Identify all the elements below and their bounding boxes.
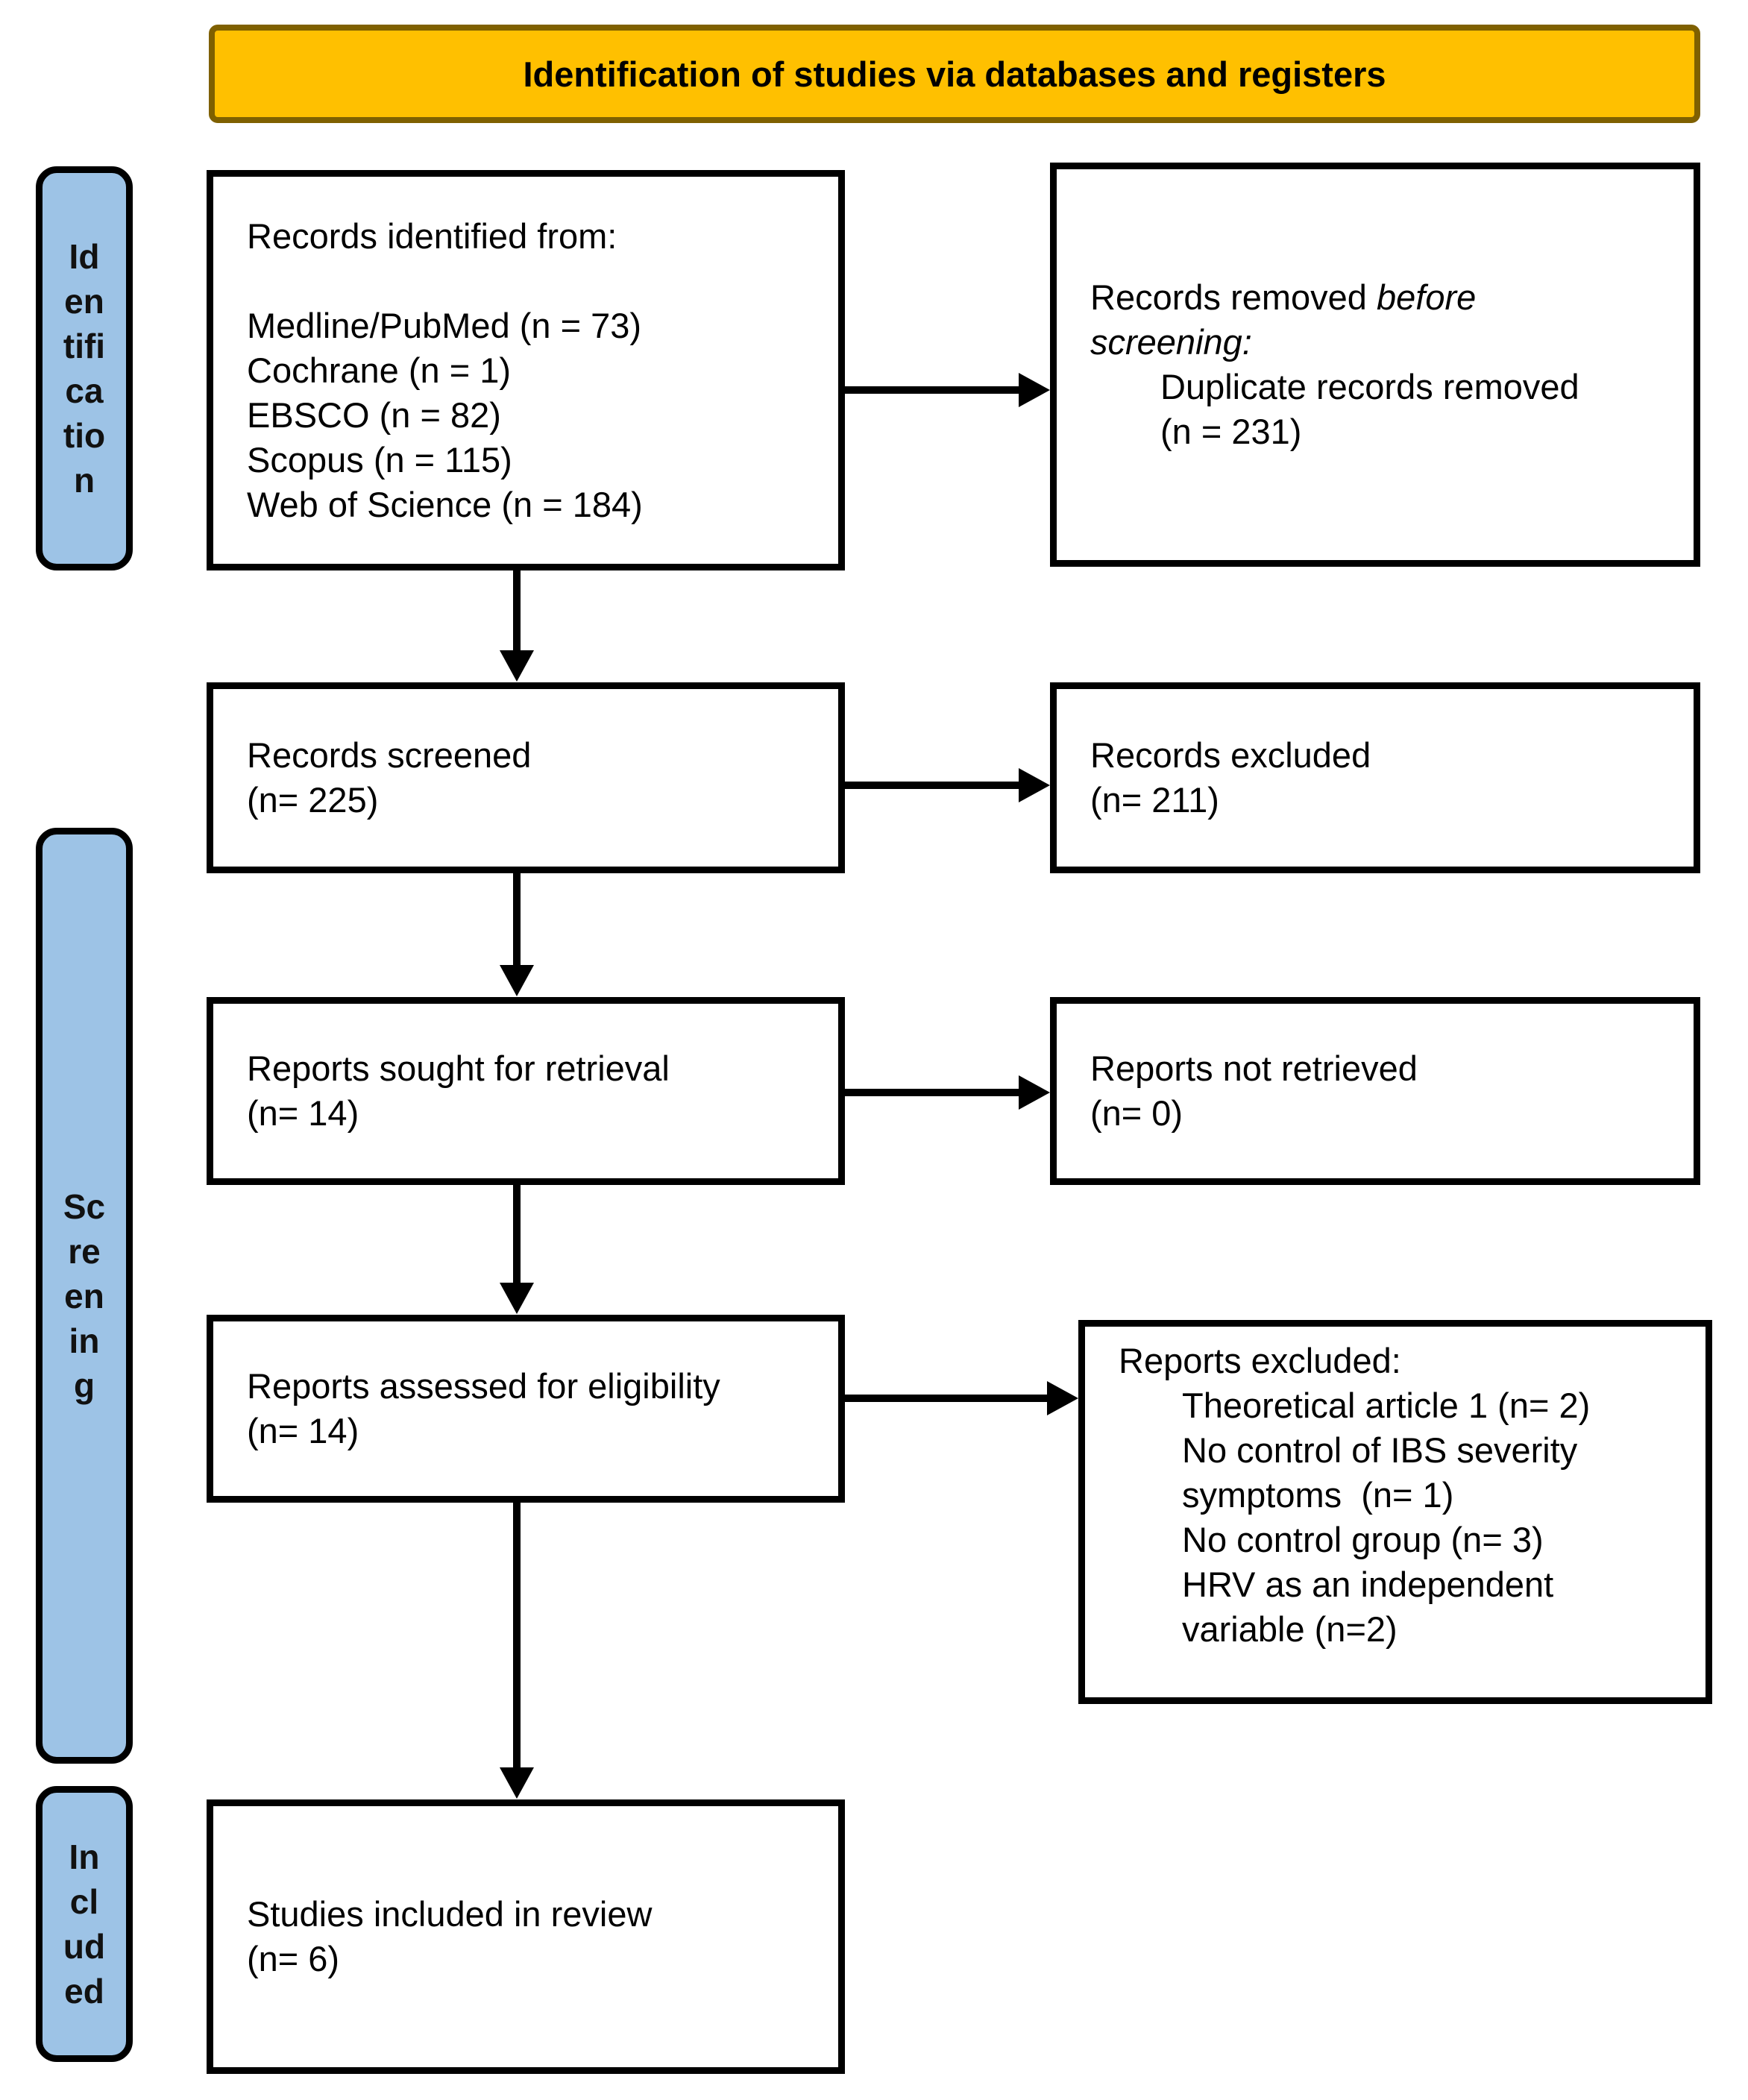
records-identified-sources: Medline/PubMed (n = 73) Cochrane (n = 1)… — [247, 304, 823, 527]
records-excluded-box: Records excluded (n= 211) — [1050, 682, 1700, 873]
records-removed-label-italic: before screening: — [1090, 277, 1477, 362]
arrow-head-icon — [1019, 1075, 1050, 1110]
arrow-head-icon — [1047, 1381, 1078, 1415]
exclusion-reason-theoretical: Theoretical article 1 (n= 2) — [1182, 1386, 1591, 1425]
reports-assessed-box: Reports assessed for eligibility (n= 14) — [207, 1315, 845, 1503]
arrow-shaft — [513, 870, 521, 965]
arrow-shaft — [841, 1395, 1049, 1402]
arrow-shaft — [513, 1499, 521, 1767]
arrow-head-icon — [500, 1767, 534, 1799]
records-removed-content: Records removed before screening: Duplic… — [1090, 275, 1582, 454]
arrow-shaft — [841, 1089, 1020, 1096]
arrow-shaft — [513, 567, 521, 650]
arrow-shaft — [513, 1181, 521, 1283]
diagram-title: Identification of studies via databases … — [523, 54, 1386, 94]
studies-included-text: Studies included in review (n= 6) — [247, 1894, 653, 1978]
exclusion-reason-no-control-severity: No control of IBS severity symptoms (n= … — [1182, 1430, 1588, 1515]
arrow-head-icon — [500, 1283, 534, 1314]
reports-sought-box: Reports sought for retrieval (n= 14) — [207, 997, 845, 1185]
reports-sought-text: Reports sought for retrieval (n= 14) — [247, 1049, 670, 1133]
source-ebsco: EBSCO (n = 82) — [247, 394, 501, 435]
arrow-head-icon — [500, 965, 534, 996]
arrow-head-icon — [1019, 768, 1050, 802]
reports-excluded-heading: Reports excluded: — [1119, 1341, 1401, 1380]
records-removed-box: Records removed before screening: Duplic… — [1050, 163, 1700, 567]
source-scopus: Scopus (n = 115) — [247, 439, 512, 480]
records-screened-box: Records screened (n= 225) — [207, 682, 845, 873]
records-removed-label: Records removed before screening: — [1090, 275, 1582, 365]
stage-label-screening: Sc re en in g — [36, 828, 133, 1764]
records-removed-label-normal: Records removed — [1090, 277, 1377, 317]
stage-label-identification-text: Id en tifi ca tio n — [63, 237, 106, 500]
stage-label-screening-text: Sc re en in g — [63, 1186, 106, 1405]
reports-not-retrieved-box: Reports not retrieved (n= 0) — [1050, 997, 1700, 1185]
records-removed-reason: Duplicate records removed (n = 231) — [1160, 367, 1589, 451]
arrow-head-icon — [500, 650, 534, 682]
arrow-head-icon — [1019, 373, 1050, 407]
title-banner: Identification of studies via databases … — [209, 25, 1700, 123]
arrow-shaft — [841, 386, 1020, 394]
source-cochrane: Cochrane (n = 1) — [247, 350, 511, 390]
records-excluded-text: Records excluded (n= 211) — [1090, 735, 1371, 820]
reports-excluded-box: Reports excluded: Theoretical article 1 … — [1078, 1320, 1712, 1704]
records-identified-box: Records identified from: Medline/PubMed … — [207, 170, 845, 570]
stage-label-included: In cl ud ed — [36, 1786, 133, 2062]
stage-label-included-text: In cl ud ed — [63, 1838, 106, 2011]
source-web-of-science: Web of Science (n = 184) — [247, 484, 643, 524]
reports-excluded-content: Reports excluded: Theoretical article 1 … — [1119, 1339, 1670, 1652]
arrow-shaft — [841, 782, 1020, 789]
records-identified-heading: Records identified from: — [247, 216, 617, 256]
reports-not-retrieved-text: Reports not retrieved (n= 0) — [1090, 1049, 1418, 1133]
exclusion-reason-hrv-independent: HRV as an independent variable (n=2) — [1182, 1565, 1564, 1649]
studies-included-box: Studies included in review (n= 6) — [207, 1799, 845, 2074]
reports-assessed-text: Reports assessed for eligibility (n= 14) — [247, 1366, 720, 1450]
source-medline: Medline/PubMed (n = 73) — [247, 305, 642, 345]
stage-label-identification: Id en tifi ca tio n — [36, 166, 133, 570]
records-screened-text: Records screened (n= 225) — [247, 735, 532, 820]
exclusion-reason-no-control-group: No control group (n= 3) — [1182, 1520, 1544, 1559]
